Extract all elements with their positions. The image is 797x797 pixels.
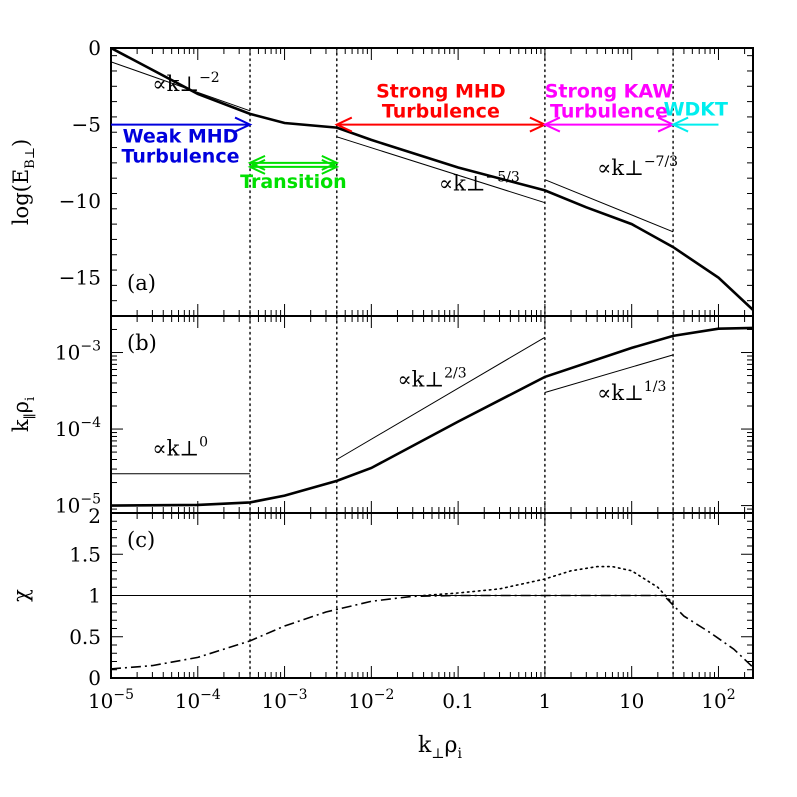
power-law-label: ∝k⊥2/3 xyxy=(397,365,466,391)
arrow-head xyxy=(542,116,561,133)
series-line xyxy=(665,597,753,668)
regime-label: Transition xyxy=(240,171,347,193)
power-law-label: ∝k⊥−7/3 xyxy=(597,154,678,180)
x-tick-label: 10 xyxy=(619,689,644,713)
y-tick-label: 10−4 xyxy=(55,415,101,441)
y-axis-label: χ xyxy=(9,589,33,602)
series-line xyxy=(336,336,546,460)
regime-label: Turbulence xyxy=(550,101,668,123)
series-line xyxy=(422,565,674,605)
y-axis-label: log(EB⊥) xyxy=(9,139,38,225)
series-group xyxy=(111,48,753,311)
series-line xyxy=(111,326,753,507)
regime-label: Turbulence xyxy=(382,101,500,123)
regime-label: Turbulence xyxy=(122,146,240,168)
x-tick-label: 0.1 xyxy=(442,689,474,713)
x-axis-label: k⊥ρi xyxy=(418,733,462,762)
arrow-head xyxy=(670,116,689,133)
regime-label: Strong KAW xyxy=(545,81,674,103)
series-line xyxy=(336,136,546,204)
panel-tag: (b) xyxy=(127,331,157,355)
series-group xyxy=(111,565,753,670)
y-tick-label: 1.5 xyxy=(69,542,101,566)
series-group xyxy=(111,326,753,507)
arrow-head xyxy=(247,158,266,175)
series-line xyxy=(111,594,667,670)
y-tick-label: −15 xyxy=(59,266,101,290)
power-law-label: ∝k⊥−2 xyxy=(152,70,219,96)
x-tick-label: 1 xyxy=(539,689,552,713)
regime-transition: Transition xyxy=(240,154,347,193)
arrow-head xyxy=(234,116,253,133)
power-law-label: ∝k⊥1/3 xyxy=(597,379,666,405)
regime-label: WDKT xyxy=(664,99,728,121)
x-tick-label: 102 xyxy=(701,687,735,713)
power-law-label: ∝k⊥−5/3 xyxy=(439,169,520,195)
series-line xyxy=(544,179,674,233)
y-tick-label: 2 xyxy=(88,504,101,528)
y-tick-label: 10−5 xyxy=(55,492,101,518)
y-tick-label: 0 xyxy=(88,36,101,60)
series-line xyxy=(544,354,674,393)
arrow-head xyxy=(334,116,353,133)
panel-tag: (c) xyxy=(127,528,155,552)
panel-b: 10−5 10−4 10−3 ∝k⊥0 ∝k⊥2/3 ∝k⊥1/3 (b) k∥ρi xyxy=(9,315,754,518)
series-line xyxy=(111,48,753,311)
arrow-head xyxy=(321,158,340,175)
panel-c: 0 0.5 1 1.5 2 (c) χ xyxy=(9,504,754,690)
x-tick-label: 10−4 xyxy=(175,687,221,713)
panel-tag: (a) xyxy=(127,271,156,295)
y-tick-label: 0.5 xyxy=(69,625,101,649)
y-tick-label: 0 xyxy=(88,666,101,690)
y-axis-label: k∥ρi xyxy=(9,397,38,432)
y-tick-label: 1 xyxy=(88,584,101,608)
regime-wdkt: WDKT xyxy=(664,99,728,133)
regime-label: Strong MHD xyxy=(376,81,506,103)
plot-frame xyxy=(110,315,754,514)
y-tick-label: −10 xyxy=(59,189,101,213)
series-line xyxy=(111,61,251,112)
x-axis: 10−5 10−4 10−3 10−2 0.1 1 10 102 xyxy=(88,687,736,713)
x-tick-label: 10−3 xyxy=(262,687,308,713)
y-tick-label: −5 xyxy=(72,113,101,137)
y-tick-label: 10−3 xyxy=(55,339,101,365)
x-tick-label: 10−5 xyxy=(88,687,134,713)
x-tick-label: 10−2 xyxy=(348,687,394,713)
power-law-label: ∝k⊥0 xyxy=(152,435,208,461)
regime-label: Weak MHD xyxy=(123,126,239,148)
